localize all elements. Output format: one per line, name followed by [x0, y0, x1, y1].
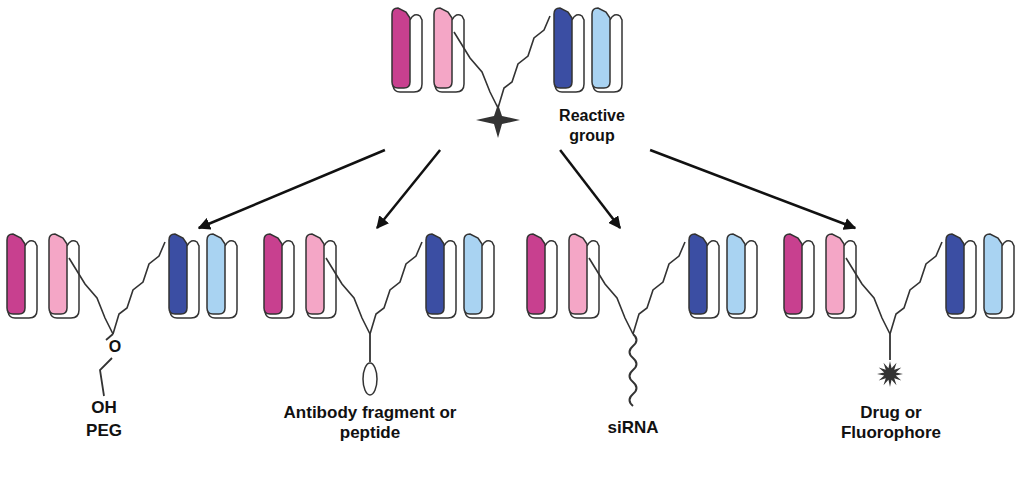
reaction-arrow: [560, 150, 620, 228]
construct-label: Reactive group: [540, 106, 644, 146]
sirna-strand: [630, 334, 637, 406]
linker-line: [889, 334, 891, 360]
protein-construct: [527, 234, 757, 334]
protein-construct: [7, 234, 237, 334]
construct-group: OH PEG: [2, 228, 242, 450]
antibody-ellipse: [363, 363, 377, 395]
protein-construct: [392, 8, 622, 108]
reaction-arrow: [199, 150, 385, 228]
atom-label: O: [106, 337, 124, 357]
construct-group: Reactive group: [360, 2, 660, 150]
construct-group: siRNA: [520, 228, 760, 450]
peg-bond: [100, 358, 112, 396]
reaction-arrow: [377, 150, 440, 228]
construct-label: siRNA: [583, 418, 683, 438]
construct-group: Antibody fragment or peptide: [258, 228, 506, 450]
construct-label: OH: [79, 398, 129, 418]
construct-label: PEG: [64, 421, 144, 441]
drug-burst: [877, 361, 903, 387]
linker-line: [369, 334, 371, 362]
construct-label: Antibody fragment or peptide: [275, 403, 465, 443]
construct-label: Drug or Fluorophore: [830, 403, 952, 443]
construct-group: Drug or Fluorophore: [775, 228, 1018, 450]
protein-construct: [264, 234, 494, 334]
reaction-arrow: [650, 150, 855, 228]
protein-construct: [784, 234, 1014, 334]
reactive-star: [476, 104, 520, 138]
drug-burst: [877, 361, 903, 387]
